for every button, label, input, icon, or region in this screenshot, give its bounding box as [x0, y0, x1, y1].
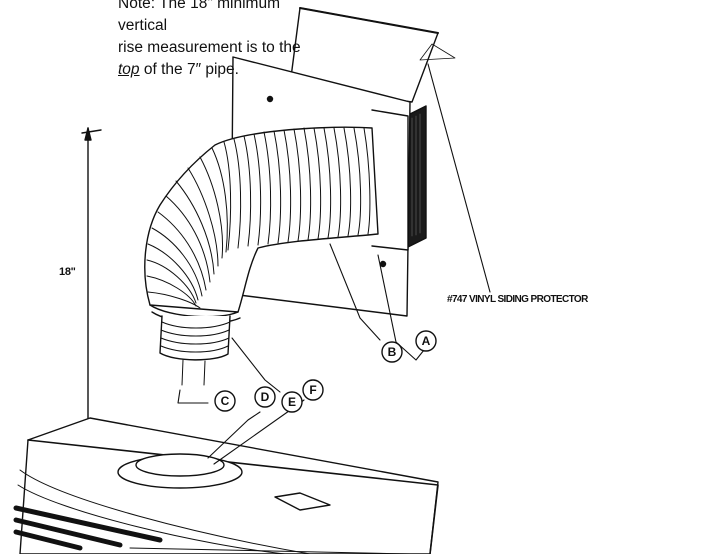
mounting-screw	[379, 260, 387, 268]
note-line-2: rise measurement is to the	[118, 39, 301, 56]
note-emphasis: top	[118, 61, 140, 78]
callout-a-label: A	[422, 334, 431, 348]
callout-e	[281, 391, 303, 413]
dimension-label: 18"	[59, 266, 76, 278]
vinyl-siding-protector-label: #747 VINYL SIDING PROTECTOR	[447, 294, 588, 305]
mounting-screw	[266, 95, 274, 103]
dryer-cabinet	[13, 417, 439, 555]
note-line-3-rest: of the 7″ pipe.	[139, 61, 239, 78]
note-line-3: top of the 7″ pipe.	[118, 59, 328, 81]
callout-c-label: C	[221, 394, 230, 408]
callout-a	[415, 330, 437, 352]
callout-f-label: F	[309, 383, 316, 397]
callout-e-label: E	[288, 395, 296, 409]
vertical-rise-note: Note: The 18" minimum vertical rise meas…	[118, 0, 328, 81]
leader-lines	[177, 43, 491, 465]
duct-collar	[159, 315, 231, 386]
vinyl-siding-protector	[289, 7, 439, 248]
callout-b-label: B	[388, 345, 397, 359]
vent-ring-inner	[135, 453, 225, 477]
callout-b	[381, 341, 403, 363]
note-line-1: Note: The 18" minimum vertical	[118, 0, 281, 34]
hood-flange	[371, 109, 409, 251]
callout-d	[254, 386, 276, 408]
dimension-line	[79, 127, 114, 456]
callout-f	[302, 379, 324, 401]
flexible-duct	[144, 126, 379, 325]
callout-d-label: D	[261, 390, 270, 404]
callout-c	[214, 390, 236, 412]
